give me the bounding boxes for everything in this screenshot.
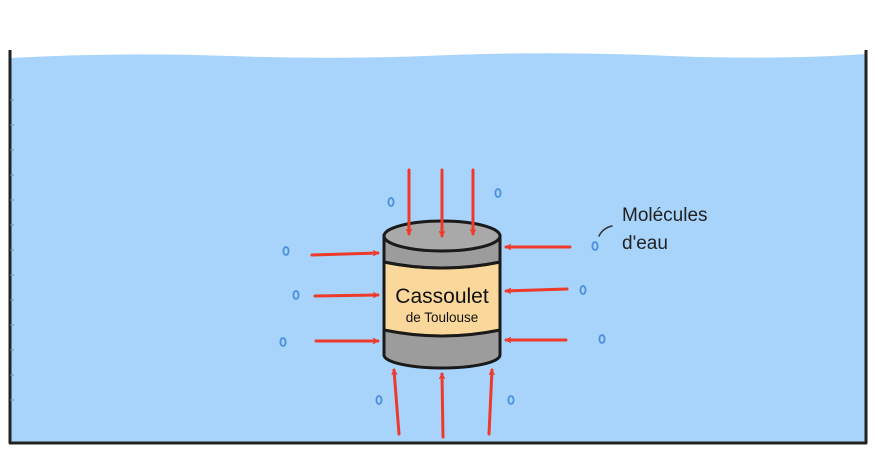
wall-ticks: [10, 99, 14, 401]
molecule: [591, 241, 599, 251]
annotation-line-2: d'eau: [622, 233, 668, 254]
can-bottom-band: [382, 328, 502, 370]
annotation-line-1: Molécules: [622, 205, 708, 226]
pressure-arrows: [310, 168, 572, 439]
molecule: [292, 290, 300, 300]
molecule: [598, 334, 606, 344]
molecule: [282, 246, 290, 256]
molecule: [494, 188, 502, 198]
can: Cassoulet de Toulouse: [382, 219, 502, 370]
can-title: Cassoulet: [395, 285, 489, 308]
molecule: [375, 395, 383, 405]
molecule: [507, 395, 515, 405]
molecule: [279, 337, 287, 347]
annotation-leader-line: [598, 225, 613, 237]
arrow-bottom-3: [487, 368, 492, 436]
molecule: [579, 285, 587, 295]
arrow-left-2: [313, 295, 380, 296]
container-outline: [8, 50, 868, 445]
water-molecules: [279, 188, 606, 405]
arrow-right-2: [504, 287, 569, 291]
arrow-bottom-2: [442, 372, 443, 439]
can-subtitle: de Toulouse: [406, 310, 479, 325]
arrow-bottom-1: [394, 368, 401, 436]
molecule: [387, 197, 395, 207]
arrow-left-1: [310, 253, 380, 257]
